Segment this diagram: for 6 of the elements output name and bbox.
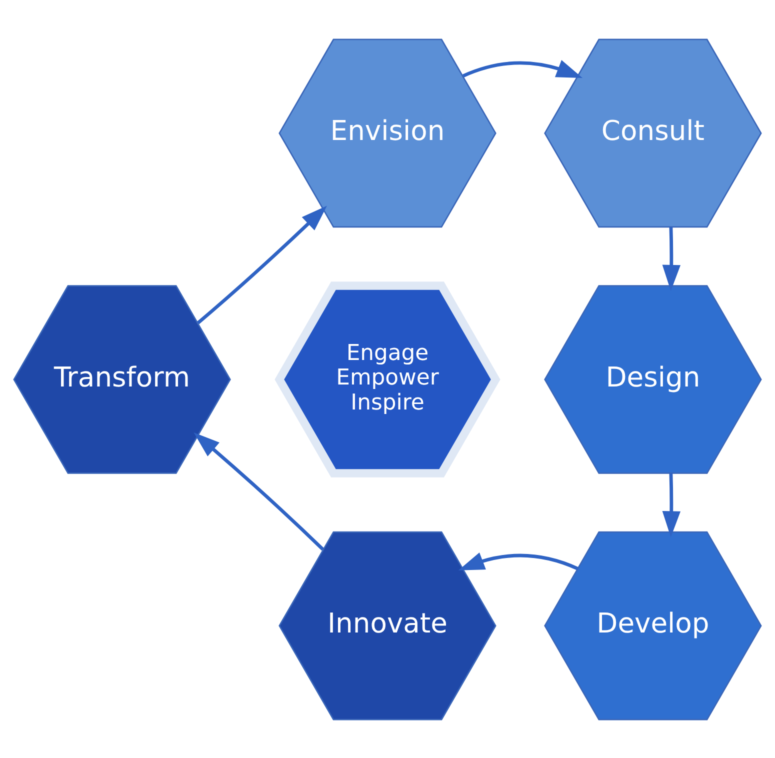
arrow: [194, 432, 324, 550]
arrow: [196, 205, 327, 324]
arrow: [458, 552, 578, 570]
arrow: [462, 60, 583, 78]
arrow: [662, 226, 681, 290]
arrow: [662, 472, 681, 537]
